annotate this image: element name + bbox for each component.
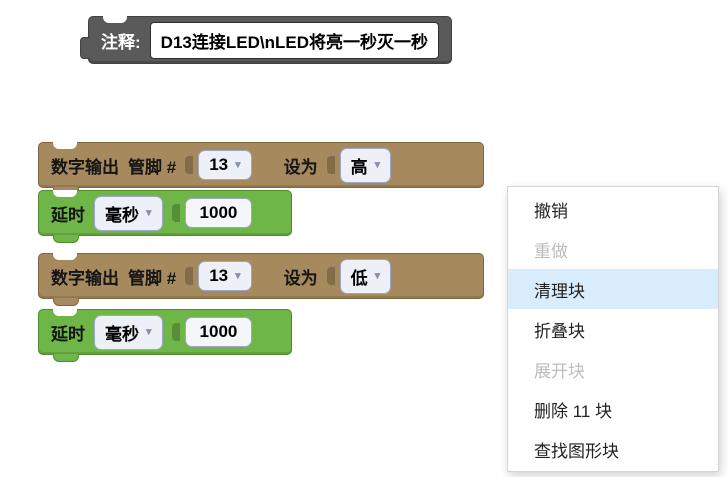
chevron-down-icon: ▾ xyxy=(146,325,152,338)
unit-dropdown[interactable]: 毫秒 ▾ xyxy=(94,195,163,231)
pin-number-label: 管脚 # xyxy=(128,268,177,288)
chevron-down-icon: ▾ xyxy=(374,158,381,171)
pin-dropdown[interactable]: 13 ▾ xyxy=(198,261,252,291)
level-dropdown[interactable]: 高 ▾ xyxy=(339,147,392,183)
top-notch xyxy=(103,16,127,23)
chevron-down-icon: ▾ xyxy=(374,269,381,282)
delay-label: 延时 xyxy=(51,205,85,225)
set-to-label: 设为 xyxy=(283,268,318,288)
duration-number-field[interactable]: 1000 xyxy=(184,317,253,347)
unit-dropdown[interactable]: 毫秒 ▾ xyxy=(94,314,163,350)
top-notch xyxy=(53,253,77,260)
delay-label: 延时 xyxy=(51,324,85,344)
bottom-bump xyxy=(53,354,79,362)
comment-text-field[interactable]: D13连接LED\nLED将亮一秒灭一秒 xyxy=(149,21,439,59)
level-dropdown[interactable]: 低 ▾ xyxy=(339,258,392,294)
bottom-bump xyxy=(53,298,79,306)
pin-value: 13 xyxy=(209,155,229,174)
context-menu: 撤销 重做 清理块 折叠块 展开块 删除 11 块 查找图形块 xyxy=(507,186,719,472)
menu-item-cleanup-blocks[interactable]: 清理块 xyxy=(508,269,718,309)
menu-item-expand-blocks: 展开块 xyxy=(534,361,585,381)
duration-number-field[interactable]: 1000 xyxy=(184,198,253,228)
chevron-down-icon: ▾ xyxy=(146,206,152,219)
menu-item-redo: 重做 xyxy=(534,241,568,261)
socket-notch-icon xyxy=(326,267,335,285)
level-value: 高 xyxy=(350,157,368,177)
duration-value: 1000 xyxy=(199,322,238,341)
block-title-label: 数字输出 xyxy=(51,157,119,177)
delay-block-1[interactable]: 延时 毫秒 ▾ 1000 xyxy=(38,190,292,243)
digital-write-block-2[interactable]: 数字输出 管脚 # 13 ▾ 设为 低 ▾ xyxy=(38,253,484,306)
top-notch xyxy=(53,190,77,197)
pin-dropdown[interactable]: 13 ▾ xyxy=(198,150,252,180)
bottom-bump xyxy=(53,235,79,243)
socket-notch-icon xyxy=(185,156,194,174)
menu-item-collapse-blocks[interactable]: 折叠块 xyxy=(534,321,585,341)
block-title-label: 数字输出 xyxy=(51,268,119,288)
comment-block[interactable]: 注释: D13连接LED\nLED将亮一秒灭一秒 xyxy=(80,16,452,64)
unit-value: 毫秒 xyxy=(105,205,139,225)
left-connector-tab xyxy=(80,37,90,59)
unit-value: 毫秒 xyxy=(105,324,139,344)
socket-notch-icon xyxy=(185,267,194,285)
socket-notch-icon xyxy=(171,204,180,222)
delay-block-2[interactable]: 延时 毫秒 ▾ 1000 xyxy=(38,309,292,362)
comment-label: 注释: xyxy=(101,32,141,52)
menu-item-delete-blocks[interactable]: 删除 11 块 xyxy=(534,401,613,421)
top-notch xyxy=(53,309,77,316)
duration-value: 1000 xyxy=(199,203,238,222)
set-to-label: 设为 xyxy=(283,157,318,177)
pin-value: 13 xyxy=(209,266,229,285)
digital-write-block-1[interactable]: 数字输出 管脚 # 13 ▾ 设为 高 ▾ xyxy=(38,142,484,195)
top-notch xyxy=(53,142,77,149)
level-value: 低 xyxy=(350,268,368,288)
chevron-down-icon: ▾ xyxy=(235,158,241,171)
pin-number-label: 管脚 # xyxy=(128,157,177,177)
socket-notch-icon xyxy=(326,156,335,174)
menu-item-find-block[interactable]: 查找图形块 xyxy=(534,441,619,461)
chevron-down-icon: ▾ xyxy=(235,269,241,282)
socket-notch-icon xyxy=(171,323,180,341)
menu-item-undo[interactable]: 撤销 xyxy=(534,201,568,221)
